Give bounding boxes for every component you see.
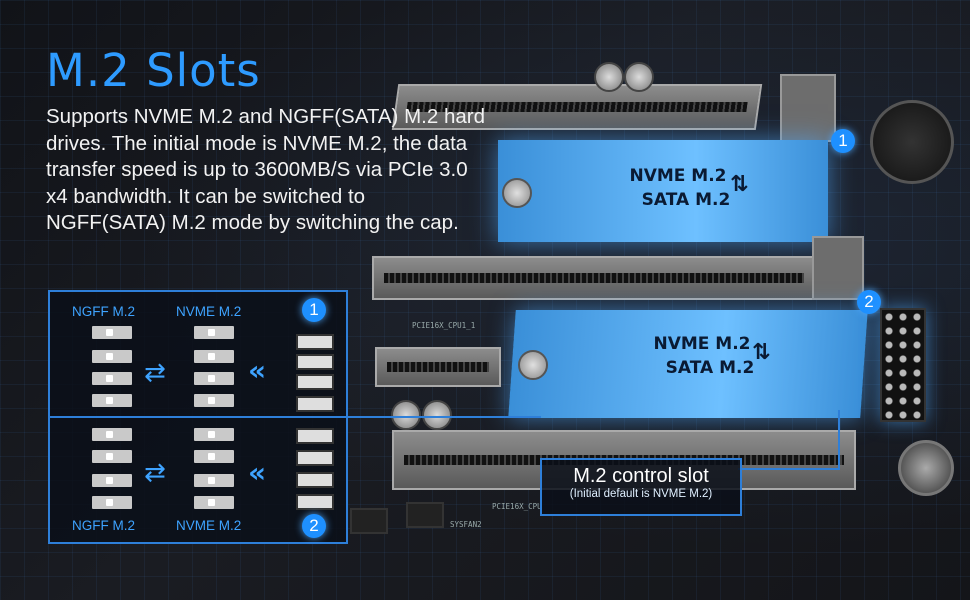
diagram-header-bottom-right: NVME M.2 xyxy=(176,518,242,533)
fan-header xyxy=(406,502,444,528)
fan-icon xyxy=(898,440,954,496)
description-text: Supports NVME M.2 and NGFF(SATA) M.2 har… xyxy=(46,105,485,234)
connector-line xyxy=(738,468,838,470)
swap-icon: ⇄ xyxy=(144,358,166,388)
jumper-diagram: NGFF M.2 NVME M.2 NGFF M.2 NVME M.2 ⇄ ⇄ … xyxy=(48,290,348,544)
jumper-cap xyxy=(296,494,334,510)
pin-block xyxy=(194,394,234,407)
jumper-cap xyxy=(296,450,334,466)
capacitor xyxy=(624,62,654,92)
m2-slot-1-switch-icon: ⇅ xyxy=(730,172,749,197)
jumper-cap xyxy=(296,334,334,350)
pin-block xyxy=(194,428,234,441)
capacitor xyxy=(594,62,624,92)
pin-block xyxy=(194,350,234,363)
chevron-left-icon: « xyxy=(248,456,267,489)
pcie-x1-slot xyxy=(375,347,501,387)
pcie-top-silkscreen: PCIE16X_CPU1_1 xyxy=(412,321,476,330)
control-slot-note: (Initial default is NVME M.2) xyxy=(569,488,713,500)
jumper-cap xyxy=(296,354,334,370)
connector-line xyxy=(345,416,541,418)
pin-block xyxy=(194,372,234,385)
m2-screw-1 xyxy=(502,178,532,208)
control-slot-title: M.2 control slot xyxy=(573,465,709,487)
jumper-cap xyxy=(296,374,334,390)
cmos-battery xyxy=(870,100,954,184)
control-slot-callout: M.2 control slot (Initial default is NVM… xyxy=(540,458,742,516)
pin-block xyxy=(194,496,234,509)
diagram-badge-1: 1 xyxy=(302,298,326,322)
capacitor xyxy=(422,400,452,430)
pin-block xyxy=(194,474,234,487)
pcie-slot-middle xyxy=(372,256,816,300)
jumper-cap xyxy=(296,428,334,444)
m2-slot-1-label-nvme: NVME M.2 xyxy=(629,166,727,186)
pin-block xyxy=(194,326,234,339)
diagram-header-top-right: NVME M.2 xyxy=(176,304,242,319)
pin-block xyxy=(194,450,234,463)
pin-block xyxy=(92,350,132,363)
m2-slot-2-label-nvme: NVME M.2 xyxy=(653,334,751,354)
m2-control-header xyxy=(880,308,926,422)
pcie-latch-middle xyxy=(812,236,864,300)
chevron-left-icon: « xyxy=(248,354,267,387)
diagram-badge-2: 2 xyxy=(302,514,326,538)
m2-screw-2 xyxy=(518,350,548,380)
pin-block xyxy=(92,428,132,441)
m2-slot-2-label-sata: SATA M.2 xyxy=(665,358,755,378)
connector-line xyxy=(838,410,840,470)
m2-slot-1 xyxy=(498,140,828,242)
swap-icon: ⇄ xyxy=(144,458,166,488)
pin-block xyxy=(92,496,132,509)
pin-block xyxy=(92,450,132,463)
m2-slot-2-switch-icon: ⇅ xyxy=(752,340,771,365)
m2-slot-1-label-sata: SATA M.2 xyxy=(641,190,731,210)
diagram-header-top-left: NGFF M.2 xyxy=(72,304,135,319)
pin-block xyxy=(92,372,132,385)
m2-slot-2-badge: 2 xyxy=(857,290,881,314)
fan-header xyxy=(350,508,388,534)
diagram-header-bottom-left: NGFF M.2 xyxy=(72,518,135,533)
page-title: M.2 Slots xyxy=(46,44,261,97)
pcie-latch-top xyxy=(780,74,836,142)
m2-slot-1-badge: 1 xyxy=(831,129,855,153)
jumper-cap xyxy=(296,396,334,412)
jumper-cap xyxy=(296,472,334,488)
capacitor xyxy=(391,400,421,430)
pin-block xyxy=(92,474,132,487)
diagram-divider xyxy=(50,416,346,418)
pin-block xyxy=(92,326,132,339)
pin-block xyxy=(92,394,132,407)
fan-header-silkscreen: SYSFAN2 xyxy=(450,520,482,529)
pcie-bottom-silkscreen: PCIE16X_CPU xyxy=(492,502,542,511)
